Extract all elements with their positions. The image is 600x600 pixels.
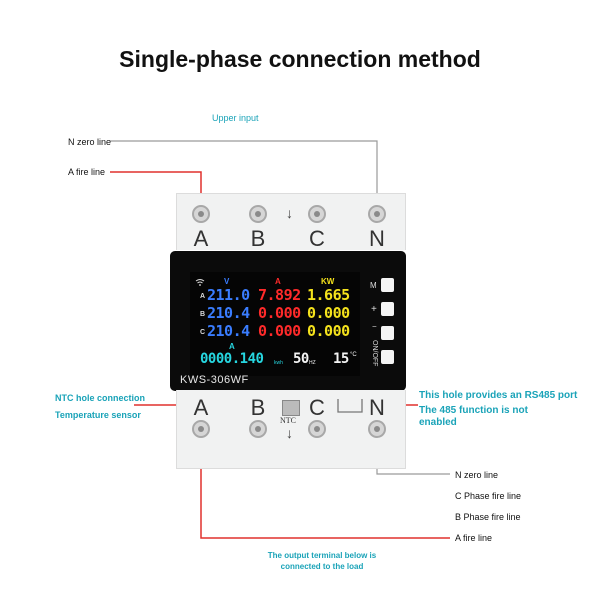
terminal-screw-n-bottom (368, 420, 386, 438)
temperature-sensor-label: Temperature sensor (55, 410, 141, 420)
model-name: KWS-306WF (180, 374, 249, 386)
row-label-a: A (200, 293, 206, 300)
terminal-screw-b-top (249, 205, 267, 223)
n-zero-line-top (110, 140, 378, 210)
button-label-minus: − (372, 322, 377, 331)
menu-button[interactable] (381, 278, 394, 292)
terminal-screw-a-top (192, 205, 210, 223)
on-off-button[interactable] (381, 350, 394, 364)
terminal-label-n-top: N (369, 226, 385, 251)
plus-button[interactable] (381, 302, 394, 316)
ntc-hole (282, 400, 300, 416)
terminal-label-b-top: B (250, 226, 266, 251)
frequency-reading: 50 (293, 351, 309, 367)
terminal-screw-c-bottom (308, 420, 326, 438)
output-note-line2: connected to the load (280, 562, 364, 571)
arrow-down-icon-bottom: ↓ (286, 425, 293, 441)
terminal-label-n-bottom: N (369, 395, 385, 420)
meter-screen (190, 272, 360, 376)
rs485-note-line2: The 485 function is not (419, 405, 528, 416)
current-a-reading: 7.892 (258, 286, 301, 304)
terminal-label-c-bottom: C (309, 395, 325, 420)
temperature-reading: 15 (333, 351, 349, 367)
current-c-reading: 0.000 (258, 322, 301, 340)
voltage-a-reading: 211.0 (207, 286, 250, 304)
button-label-m: M (370, 281, 377, 290)
terminal-label-a-bottom: A (193, 395, 209, 420)
a-fire-line-top-label: A fire line (68, 167, 106, 177)
rs485-note-line1: This hole provides an RS485 port (419, 390, 578, 401)
terminal-screw-n-top (368, 205, 386, 223)
rs485-note-line3: enabled (419, 417, 457, 428)
power-c-reading: 0.000 (307, 322, 350, 340)
ntc-label: NTC (280, 416, 296, 425)
power-a-reading: 1.665 (307, 286, 350, 304)
terminal-screw-b-bottom (249, 420, 267, 438)
energy-reading: 0000.140 (200, 351, 264, 367)
energy-unit: kwh (274, 360, 283, 366)
rs485-port-icon (337, 399, 363, 413)
row-label-c: C (200, 329, 206, 336)
n-zero-line-bottom-label: N zero line (455, 470, 499, 480)
column-header-volt: V (224, 277, 230, 286)
arrow-down-icon: ↓ (286, 205, 293, 221)
temperature-unit: °C (350, 352, 357, 358)
c-phase-fire-line-label: C Phase fire line (455, 491, 522, 501)
b-phase-fire-line-label: B Phase fire line (455, 512, 521, 522)
output-note-line1: The output terminal below is (267, 551, 377, 560)
terminal-screw-c-top (308, 205, 326, 223)
voltage-b-reading: 210.4 (207, 304, 250, 322)
page-title: Single-phase connection method (119, 46, 481, 72)
terminal-label-b-bottom: B (250, 395, 266, 420)
frequency-unit: HZ (309, 360, 316, 366)
column-header-amp: A (275, 277, 281, 286)
button-label-plus: + (371, 304, 377, 315)
terminal-label-a-top: A (193, 226, 209, 251)
energy-header: A (229, 342, 235, 351)
current-b-reading: 0.000 (258, 304, 301, 322)
voltage-c-reading: 210.4 (207, 322, 250, 340)
button-label-onoff: ON/OFF (371, 340, 378, 367)
a-fire-line-bottom-label: A fire line (455, 533, 493, 543)
row-label-b: B (200, 311, 206, 318)
power-b-reading: 0.000 (307, 304, 350, 322)
terminal-label-c-top: C (309, 226, 325, 251)
upper-input-label: Upper input (212, 113, 259, 123)
ntc-hole-label: NTC hole connection (55, 393, 145, 403)
wifi-icon (195, 279, 205, 286)
terminal-screw-a-bottom (192, 420, 210, 438)
minus-button[interactable] (381, 326, 394, 340)
n-zero-line-top-label: N zero line (68, 137, 112, 147)
device-top-terminal-block (176, 193, 406, 250)
column-header-kw: KW (321, 277, 335, 286)
